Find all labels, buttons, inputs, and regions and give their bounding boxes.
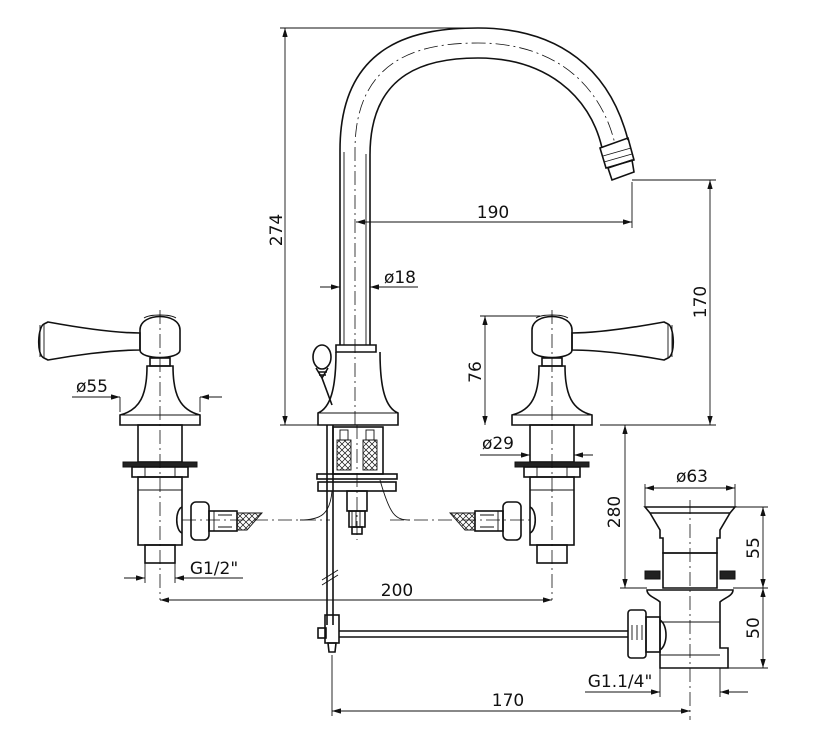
spout bbox=[299, 27, 635, 653]
dimension-50: 50 bbox=[728, 588, 768, 669]
dim-label-170-horizontal: 170 bbox=[492, 691, 524, 711]
dim-label-76: 76 bbox=[466, 361, 486, 383]
dimension-280: 280 bbox=[605, 425, 647, 589]
pop-up-knob bbox=[312, 344, 333, 406]
dim-label-55: 55 bbox=[744, 537, 764, 559]
dimension-d29: ø29 bbox=[480, 434, 593, 458]
dim-label-d63: ø63 bbox=[676, 467, 708, 487]
dimension-g1-1-4: G1.1/4" bbox=[585, 668, 748, 697]
aerator bbox=[599, 136, 635, 182]
spout-fixing bbox=[299, 426, 411, 535]
pop-up-waste bbox=[627, 500, 737, 720]
dimension-d55: ø55 bbox=[72, 377, 222, 412]
dimension-55: 55 bbox=[733, 506, 768, 589]
dimension-200: 200 bbox=[160, 581, 552, 603]
dimension-170-horizontal: 170 bbox=[331, 655, 690, 716]
dimension-d63: ø63 bbox=[644, 467, 736, 507]
dim-label-g1-2: G1/2" bbox=[190, 559, 238, 579]
dimension-170-vertical: 170 bbox=[600, 179, 716, 426]
dim-label-280: 280 bbox=[605, 496, 625, 528]
dimension-g1-2: G1/2" bbox=[124, 559, 243, 583]
pop-up-rod bbox=[317, 425, 628, 653]
dimension-274: 274 bbox=[267, 27, 470, 426]
centre-lines bbox=[159, 310, 553, 600]
dim-label-d55: ø55 bbox=[76, 377, 108, 397]
dimension-76: 76 bbox=[466, 315, 540, 425]
dim-label-d18: ø18 bbox=[384, 268, 416, 288]
dim-label-200: 200 bbox=[381, 581, 413, 601]
dim-label-d29: ø29 bbox=[482, 434, 514, 454]
dimension-190: 190 bbox=[356, 182, 633, 228]
dimension-d18: ø18 bbox=[320, 268, 418, 290]
dim-label-g1-1-4: G1.1/4" bbox=[588, 672, 653, 692]
dim-label-190: 190 bbox=[477, 203, 509, 223]
dim-label-170-vertical: 170 bbox=[691, 286, 711, 318]
dim-label-274: 274 bbox=[267, 214, 287, 246]
dim-label-50: 50 bbox=[744, 617, 764, 639]
left-valve bbox=[37, 314, 263, 564]
